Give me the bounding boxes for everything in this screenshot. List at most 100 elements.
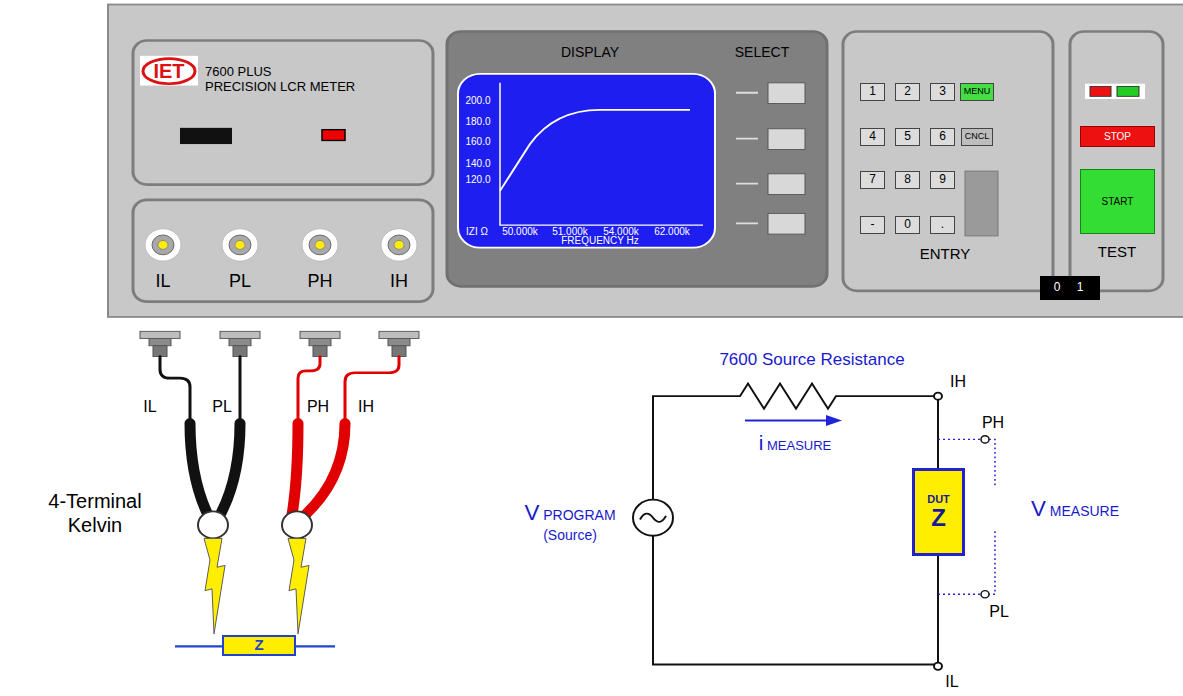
bnc-connector: [309, 235, 331, 255]
signal-label: 4-Terminal Kelvin: [25, 489, 165, 537]
kelvin-cable: [345, 357, 399, 424]
bnc-connector: [302, 229, 338, 261]
key-button-text: 1: [869, 85, 876, 98]
sub-panel: [133, 200, 433, 302]
lcd-screen-text: 62.000k: [654, 227, 690, 239]
select-button: [768, 213, 805, 234]
current-arrow: [745, 415, 842, 426]
key-button-text: 4: [869, 130, 876, 143]
front-panel: [108, 5, 1183, 317]
select-button: [736, 93, 758, 224]
panel-indicator: [180, 128, 345, 144]
key-button-text: 8: [904, 173, 911, 186]
kelvin-clip: [288, 538, 309, 633]
select-button: [768, 174, 805, 195]
signal-label: PL: [989, 603, 1009, 622]
bnc-plug: [379, 331, 419, 338]
current-arrow: [745, 420, 830, 422]
lcd-screen: 200.0180.0160.0140.0120.0IZI Ω50.000k51.…: [458, 74, 715, 248]
signal-label: V PROGRAM (Source): [514, 500, 626, 544]
bnc-plug: [140, 331, 180, 338]
key-button-text: 5: [904, 130, 911, 143]
key-button: .: [930, 216, 955, 234]
schematic-wire: [633, 500, 673, 536]
bnc-plug: [313, 346, 327, 357]
terminal-panel-text: PL: [229, 271, 251, 292]
bnc-connector: [235, 240, 245, 249]
schematic-wire: [633, 384, 942, 670]
bnc-plug: [233, 346, 247, 357]
sub-panel: [133, 32, 1163, 302]
signal-label: PH: [307, 397, 329, 416]
signal-label: IL: [945, 672, 958, 691]
brand-logo: [143, 59, 195, 84]
signal-label: PL: [212, 397, 232, 416]
keypad-panel: ENTRY123MENU456CNCL789-0.: [843, 32, 1053, 291]
key-button-text: 7: [869, 173, 876, 186]
key-button: 0: [895, 216, 920, 234]
key-button-text: 2: [904, 85, 911, 98]
start-button: START: [1080, 169, 1155, 234]
lcd-screen-text: 160.0: [465, 136, 490, 148]
brand-panel: 7600 PLUSPRECISION LCR METERIET: [133, 41, 433, 185]
lcd-screen: [458, 74, 715, 248]
key-button: -: [860, 216, 885, 234]
bnc-plug: [140, 331, 419, 356]
brand-logo: [140, 56, 198, 86]
status-led: [1085, 84, 1145, 99]
dut-box-text: Z: [931, 505, 946, 531]
kelvin-cable: [239, 357, 242, 424]
bnc-connector: [152, 235, 174, 255]
brand-logo: [140, 56, 198, 86]
current-arrow: [826, 415, 842, 426]
sense-lead: [981, 591, 989, 598]
terminal-panel: IL PL PH IH: [133, 200, 433, 302]
select-button: [768, 83, 805, 104]
kelvin-cable: [160, 357, 190, 424]
stop-button-text: STOP: [1104, 131, 1131, 142]
signal-label: PH: [982, 414, 1004, 433]
schematic-wire: [934, 393, 942, 400]
kelvin-cable: [292, 423, 298, 515]
key-button: 9: [930, 171, 955, 189]
kelvin-clip: [175, 511, 335, 646]
test-panel: TEST STOP START: [1070, 32, 1163, 291]
bnc-plug: [149, 339, 171, 346]
signal-label: IH: [358, 397, 374, 416]
key-button: 4: [860, 128, 885, 146]
kelvin-clip: [198, 511, 228, 538]
kelvin-cable: [220, 423, 240, 515]
terminal-panel-text: IL: [155, 271, 170, 292]
bnc-plug: [309, 339, 331, 346]
bnc-plug: [220, 331, 260, 338]
terminal-panel-text: IH: [390, 271, 408, 292]
bnc-plug: [153, 346, 167, 357]
lcd-screen-text: 50.000k: [502, 227, 538, 239]
sub-panel: [843, 32, 1053, 291]
stop-button: STOP: [1080, 126, 1155, 147]
schematic-wire: [653, 384, 934, 500]
key-button-text: 3: [939, 85, 946, 98]
test-panel-text: TEST: [1098, 243, 1136, 260]
bnc-connector: [145, 229, 181, 261]
dut-box: DUTZ: [912, 468, 965, 556]
resistor-symbol: Z: [222, 635, 296, 656]
select-button: [768, 129, 805, 150]
key-button: 3: [930, 83, 955, 101]
signal-label: 7600 Source Resistance: [719, 350, 904, 370]
bnc-connector: [229, 235, 251, 255]
key-button-text: -: [871, 218, 875, 231]
key-button: 1: [860, 83, 885, 101]
signal-label: V MEASURE: [1031, 495, 1119, 522]
lcd-screen-text: 200.0: [465, 95, 490, 107]
sub-panel: [133, 41, 433, 185]
power-switch: 01: [1040, 276, 1100, 299]
terminal-panel-text: PH: [307, 271, 332, 292]
kelvin-clip: [204, 538, 225, 633]
kelvin-cable: [305, 423, 345, 515]
schematic-wire: [653, 536, 934, 665]
sub-panel: [447, 32, 827, 287]
bnc-connector: [145, 229, 417, 261]
lcd-screen-text: 140.0: [465, 158, 490, 170]
